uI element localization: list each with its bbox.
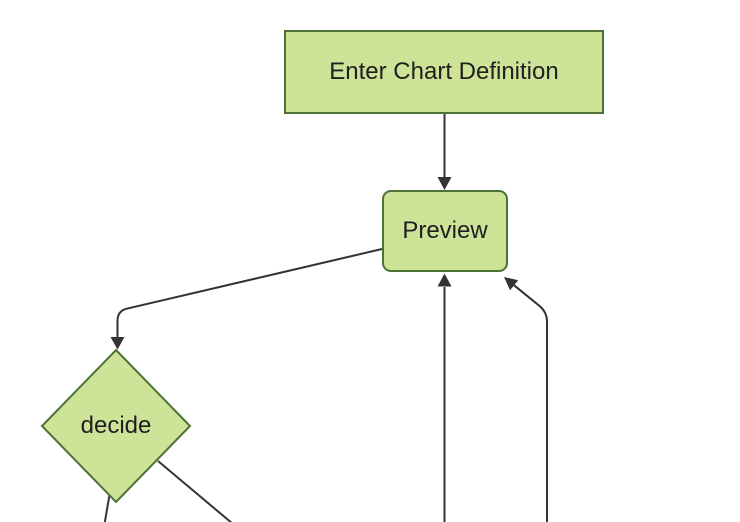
edge-preview-to-decide bbox=[116, 248, 383, 338]
node-decide: decide bbox=[41, 402, 191, 450]
node-decide-shape bbox=[40, 348, 192, 504]
edge-return-to-preview-corner-arrowhead bbox=[504, 277, 519, 291]
node-preview: Preview bbox=[382, 190, 508, 272]
node-decide-label: decide bbox=[80, 412, 152, 439]
edge-return-to-preview-bottom-arrowhead bbox=[437, 273, 452, 287]
edge-preview-to-decide-arrowhead bbox=[110, 337, 125, 350]
node-preview-label: Preview bbox=[402, 216, 488, 244]
edge-decide-offscreen-left bbox=[103, 491, 111, 522]
edge-enter-to-preview-arrowhead bbox=[437, 177, 452, 190]
node-enter-chart-definition-label: Enter Chart Definition bbox=[329, 57, 559, 85]
node-enter-chart-definition: Enter Chart Definition bbox=[284, 30, 604, 114]
edge-decide-offscreen-right bbox=[157, 460, 233, 522]
edge-return-to-preview-corner bbox=[513, 284, 548, 522]
